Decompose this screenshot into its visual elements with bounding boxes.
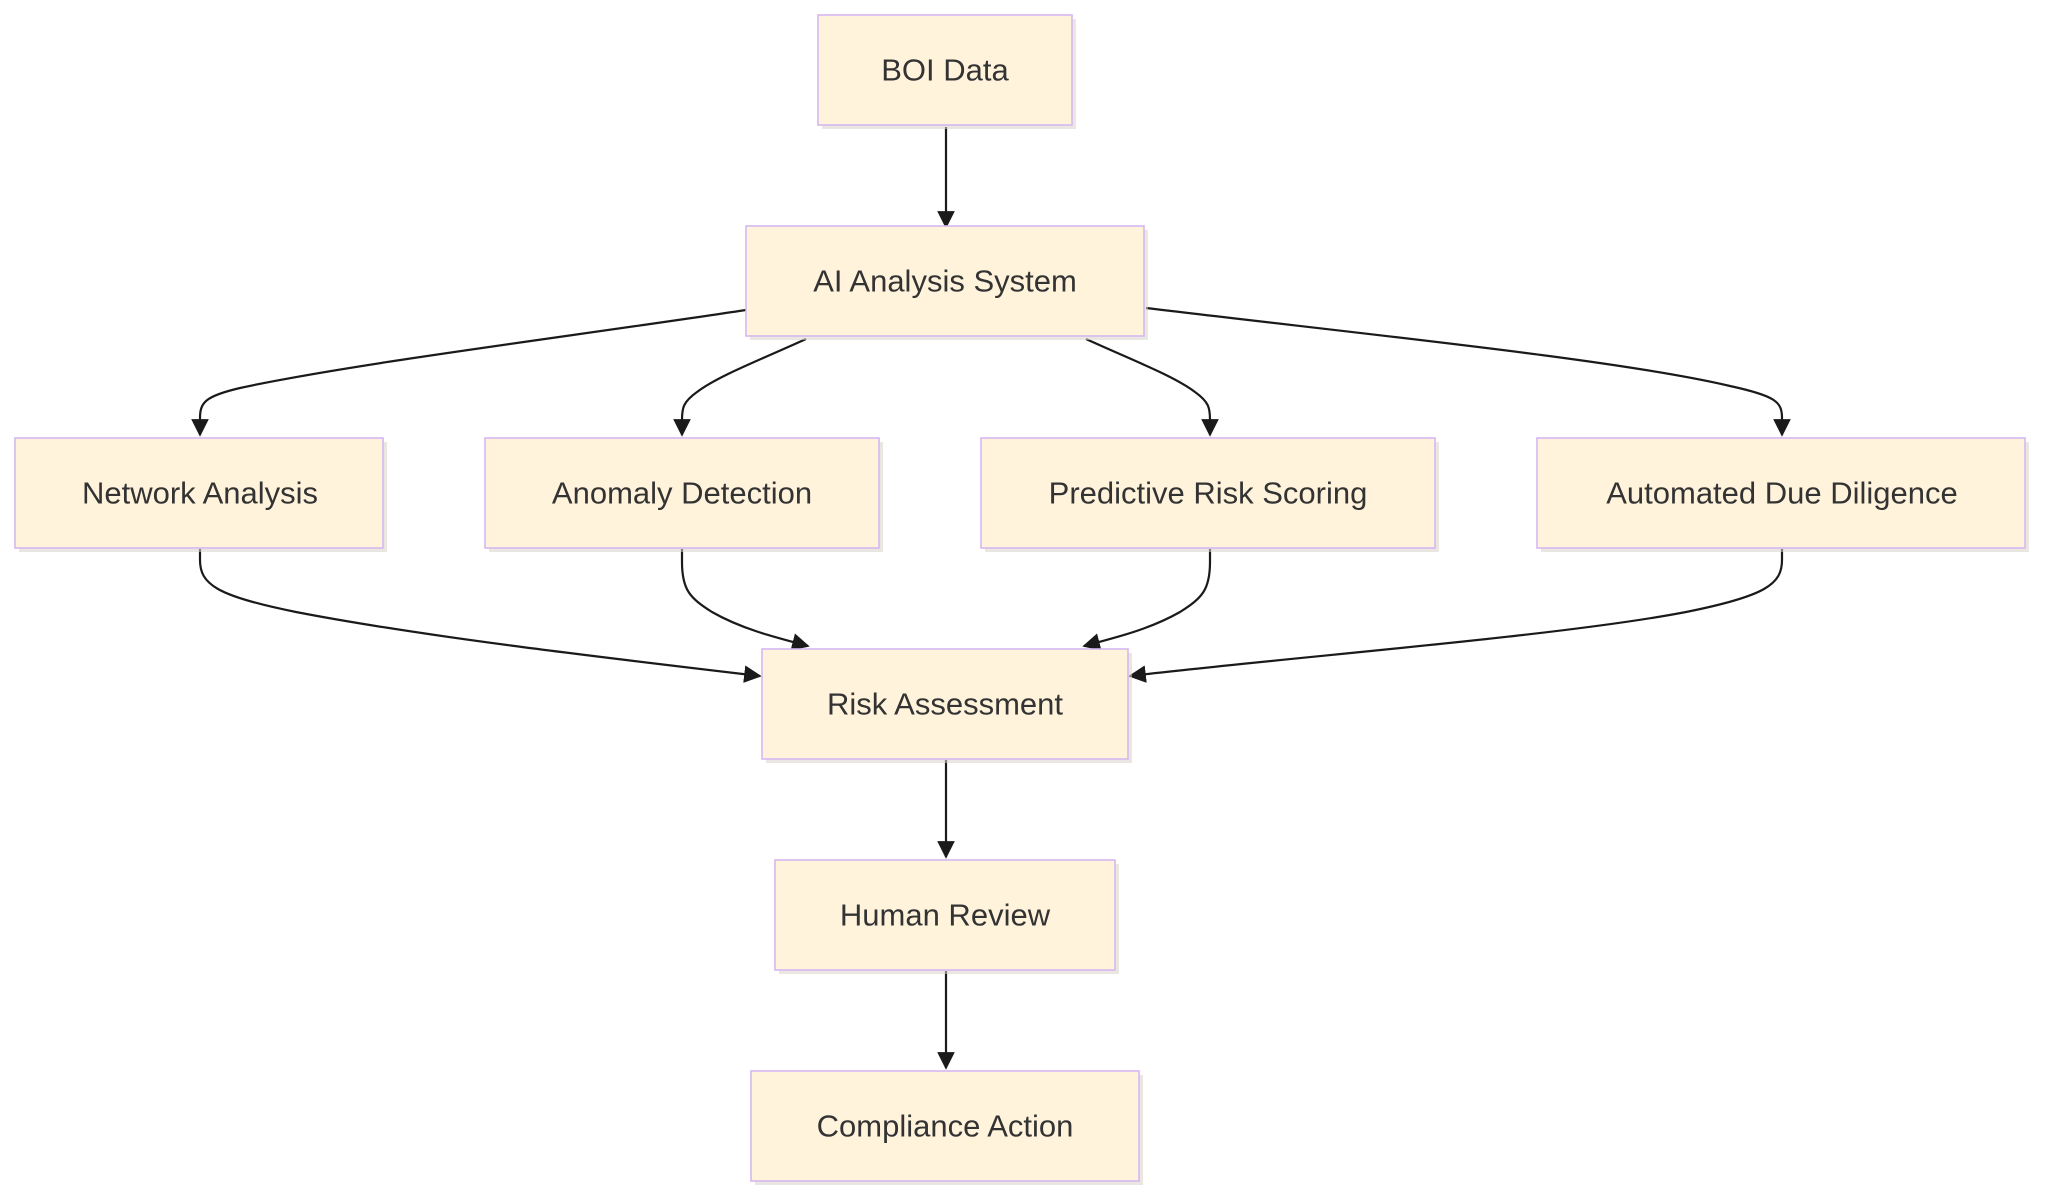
node-label-ai-analysis-system: AI Analysis System [813, 264, 1077, 299]
node-compliance-action: Compliance Action [750, 1070, 1143, 1185]
node-anomaly-detection: Anomaly Detection [484, 437, 883, 552]
node-human-review: Human Review [774, 859, 1119, 974]
node-label-risk-assessment: Risk Assessment [827, 687, 1063, 722]
node-network-analysis: Network Analysis [14, 437, 387, 552]
edge-due-diligence-to-risk-assessment [1128, 549, 1784, 683]
edge-ai-analysis-to-network-analysis [191, 308, 747, 437]
node-label-human-review: Human Review [840, 898, 1051, 933]
node-label-automated-due-diligence: Automated Due Diligence [1606, 476, 1958, 511]
nodes: BOI Data AI Analysis System Network Anal… [14, 14, 2029, 1185]
edge-anomaly-detection-to-risk-assessment [680, 549, 810, 651]
edge-ai-analysis-to-due-diligence [1145, 306, 1791, 437]
edge-predictive-risk-to-risk-assessment [1082, 549, 1212, 651]
node-label-predictive-risk-scoring: Predictive Risk Scoring [1049, 476, 1368, 511]
node-predictive-risk-scoring: Predictive Risk Scoring [980, 437, 1439, 552]
node-automated-due-diligence: Automated Due Diligence [1536, 437, 2029, 552]
node-risk-assessment: Risk Assessment [761, 648, 1132, 763]
node-label-compliance-action: Compliance Action [817, 1109, 1074, 1144]
edges [191, 127, 1791, 1070]
node-boi-data: BOI Data [817, 14, 1076, 129]
node-label-network-analysis: Network Analysis [82, 476, 318, 511]
edge-ai-analysis-to-predictive-risk [1085, 337, 1219, 437]
edge-ai-analysis-to-anomaly-detection [673, 337, 807, 437]
node-ai-analysis-system: AI Analysis System [745, 225, 1148, 340]
node-label-anomaly-detection: Anomaly Detection [552, 476, 812, 511]
edge-network-analysis-to-risk-assessment [198, 549, 762, 683]
node-label-boi-data: BOI Data [881, 53, 1009, 88]
